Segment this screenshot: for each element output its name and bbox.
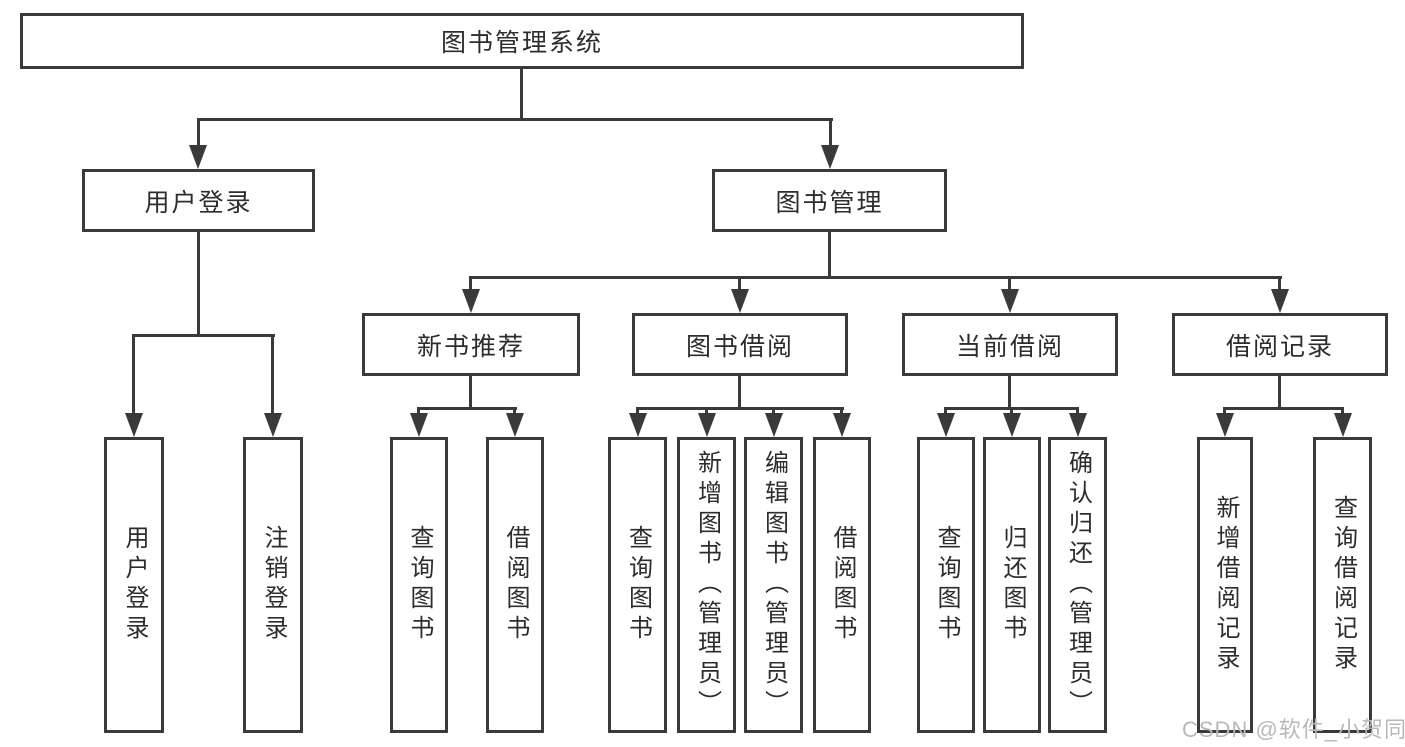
- connector-line: [1278, 376, 1281, 410]
- connector-line: [132, 334, 275, 337]
- arrow-down-icon: [731, 289, 749, 313]
- arrow-down-icon: [264, 413, 282, 437]
- node-book-borrowing: 图书借阅: [632, 313, 848, 376]
- connector-line: [469, 276, 1282, 279]
- node-borrowing-query-books: 查询图书: [608, 437, 667, 733]
- node-borrowing-records: 借阅记录: [1172, 313, 1388, 376]
- connector-line: [1008, 376, 1011, 410]
- connector-line: [197, 118, 200, 148]
- node-current-borrowing: 当前借阅: [902, 313, 1118, 376]
- arrow-down-icon: [765, 413, 783, 437]
- connector-line: [271, 334, 274, 416]
- node-borrowing-add-books-admin: 新增图书（管理员）: [677, 437, 736, 733]
- node-label: 编辑图书（管理员）: [760, 450, 788, 720]
- arrow-down-icon: [506, 413, 524, 437]
- node-label: 查询图书: [406, 525, 433, 645]
- connector-line: [469, 276, 472, 292]
- node-book-management: 图书管理: [712, 169, 947, 232]
- connector-line: [469, 376, 472, 410]
- arrow-down-icon: [1001, 289, 1019, 313]
- arrow-down-icon: [189, 145, 207, 169]
- arrow-down-icon: [1003, 413, 1021, 437]
- connector-line: [828, 232, 831, 279]
- connector-line: [1278, 276, 1281, 292]
- connector-line: [829, 118, 832, 148]
- node-label: 新增借阅记录: [1212, 495, 1239, 675]
- arrow-down-icon: [1271, 289, 1289, 313]
- node-label: 当前借阅: [955, 332, 1064, 361]
- arrow-down-icon: [410, 413, 428, 437]
- node-label: 借阅记录: [1225, 332, 1334, 361]
- connector-line: [636, 407, 844, 410]
- arrow-down-icon: [698, 413, 716, 437]
- connector-line: [197, 232, 200, 337]
- arrow-down-icon: [125, 413, 143, 437]
- node-library-management-system: 图书管理系统: [20, 13, 1024, 69]
- arrow-down-icon: [462, 289, 480, 313]
- node-recommend-query-books: 查询图书: [390, 437, 448, 733]
- node-user-login: 用户登录: [82, 169, 315, 232]
- node-records-add-borrow-record: 新增借阅记录: [1197, 437, 1253, 733]
- node-label: 图书管理系统: [440, 29, 603, 57]
- node-label: 查询借阅记录: [1329, 495, 1357, 675]
- arrow-down-icon: [1069, 413, 1087, 437]
- node-label: 图书借阅: [685, 332, 794, 361]
- connector-line: [197, 118, 833, 121]
- node-login-user-login: 用户登录: [104, 437, 164, 733]
- node-label: 新增图书（管理员）: [693, 450, 721, 720]
- node-records-query-borrow-record: 查询借阅记录: [1313, 437, 1372, 733]
- arrow-down-icon: [937, 413, 955, 437]
- node-borrowing-borrow-books: 借阅图书: [813, 437, 871, 733]
- connector-line: [520, 69, 523, 121]
- csdn-watermark: CSDN @软件_小贺同学: [1182, 717, 1405, 742]
- node-label: 用户登录: [121, 525, 148, 645]
- arrow-down-icon: [1216, 413, 1234, 437]
- arrow-down-icon: [1334, 413, 1352, 437]
- connector-line: [132, 334, 135, 416]
- node-label: 借阅图书: [829, 525, 856, 645]
- arrow-down-icon: [833, 413, 851, 437]
- node-current-query-books: 查询图书: [917, 437, 975, 733]
- node-borrowing-edit-books-admin: 编辑图书（管理员）: [744, 437, 803, 733]
- connector-line: [1008, 276, 1011, 292]
- node-recommend-borrow-books: 借阅图书: [486, 437, 544, 733]
- node-label: 确认归还（管理员）: [1064, 450, 1092, 720]
- connector-line: [738, 276, 741, 292]
- connector-line: [417, 407, 517, 410]
- node-label: 借阅图书: [502, 525, 529, 645]
- node-label: 查询图书: [933, 525, 960, 645]
- node-login-logout: 注销登录: [243, 437, 303, 733]
- connector-line: [1223, 407, 1344, 410]
- arrow-down-icon: [821, 145, 839, 169]
- node-current-return-books: 归还图书: [983, 437, 1041, 733]
- node-label: 归还图书: [999, 525, 1026, 645]
- node-new-book-recommendation: 新书推荐: [362, 313, 580, 376]
- arrow-down-icon: [629, 413, 647, 437]
- node-current-confirm-return-admin: 确认归还（管理员）: [1048, 437, 1107, 733]
- node-label: 注销登录: [260, 525, 287, 645]
- node-label: 查询图书: [624, 525, 652, 645]
- connector-line: [738, 376, 741, 410]
- node-label: 图书管理: [775, 188, 884, 217]
- node-label: 用户登录: [144, 188, 253, 217]
- node-label: 新书推荐: [416, 332, 525, 361]
